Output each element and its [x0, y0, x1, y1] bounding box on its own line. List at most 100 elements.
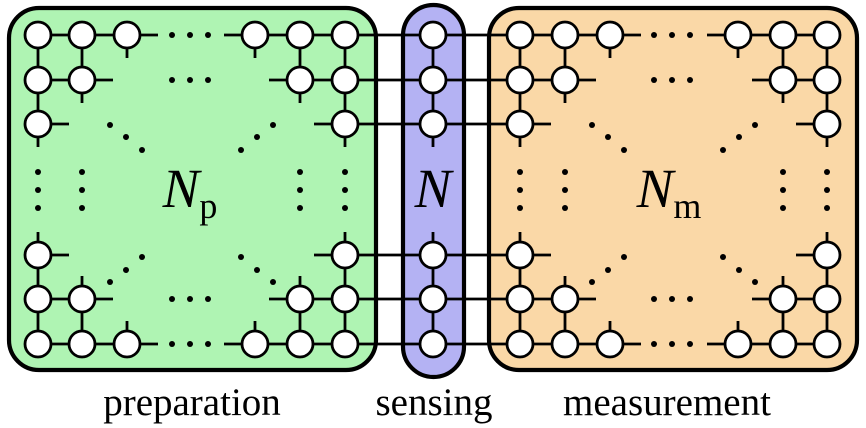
sensing-box — [400, 2, 467, 380]
qubit-node — [723, 329, 753, 359]
ellipsis-dot — [824, 187, 830, 193]
qubit-node — [418, 109, 448, 139]
ellipsis-dot — [687, 32, 693, 38]
qubit-node — [330, 109, 360, 139]
ellipsis-dot — [780, 187, 786, 193]
ellipsis-dot — [605, 134, 611, 140]
ellipsis-dot — [517, 205, 523, 211]
ellipsis-dot — [824, 169, 830, 175]
ellipsis-dot — [254, 267, 260, 273]
qubit-node — [550, 329, 580, 359]
qubit-node — [330, 20, 360, 50]
ellipsis-dot — [669, 32, 675, 38]
qubit-node — [285, 329, 315, 359]
ellipsis-dot — [205, 296, 211, 302]
qubit-node — [505, 65, 535, 95]
qubit-node — [768, 20, 798, 50]
ellipsis-dot — [139, 147, 145, 153]
ellipsis-dot — [35, 169, 41, 175]
ellipsis-dot — [720, 254, 726, 260]
qubit-node — [112, 20, 142, 50]
ellipsis-dot — [342, 205, 348, 211]
qubit-nodes-layer — [23, 20, 842, 359]
ellipsis-dot — [562, 205, 568, 211]
ellipsis-dot — [605, 267, 611, 273]
qubit-node — [330, 65, 360, 95]
ellipsis-dot — [342, 187, 348, 193]
ellipsis-dot — [205, 32, 211, 38]
ellipsis-dot — [238, 147, 244, 153]
ellipsis-dot — [270, 122, 276, 128]
qubit-node — [505, 109, 535, 139]
qubit-node — [240, 329, 270, 359]
ellipsis-dot — [651, 77, 657, 83]
ellipsis-dot — [107, 122, 113, 128]
qubit-node — [550, 65, 580, 95]
sensing-size-label: N — [414, 158, 455, 219]
preparation-caption: preparation — [103, 381, 281, 424]
ellipsis-dot — [780, 205, 786, 211]
qubit-node — [768, 284, 798, 314]
qubit-node — [330, 329, 360, 359]
qubit-node — [812, 20, 842, 50]
ellipsis-dot — [669, 77, 675, 83]
qubit-node — [595, 329, 625, 359]
ellipsis-dot — [752, 279, 758, 285]
qubit-node — [285, 65, 315, 95]
ellipsis-dot — [752, 122, 758, 128]
qubit-node — [505, 284, 535, 314]
ellipsis-dot — [79, 205, 85, 211]
ellipsis-dot — [621, 147, 627, 153]
ellipsis-dot — [651, 296, 657, 302]
qubit-node — [23, 109, 53, 139]
ellipsis-dots-layer — [35, 32, 830, 347]
ellipsis-dot — [123, 134, 129, 140]
ellipsis-dot — [187, 77, 193, 83]
qubit-node — [505, 329, 535, 359]
ellipsis-dot — [621, 254, 627, 260]
qubit-node — [23, 65, 53, 95]
ellipsis-dot — [169, 296, 175, 302]
ellipsis-dot — [342, 169, 348, 175]
ellipsis-dot — [169, 77, 175, 83]
qubit-node — [723, 20, 753, 50]
qubit-node — [812, 284, 842, 314]
qubit-node — [768, 65, 798, 95]
ellipsis-dot — [187, 341, 193, 347]
qubit-node — [418, 65, 448, 95]
ellipsis-dot — [736, 134, 742, 140]
ellipsis-dot — [79, 169, 85, 175]
ellipsis-dot — [651, 341, 657, 347]
ellipsis-dot — [107, 279, 113, 285]
qubit-node — [812, 65, 842, 95]
qubit-node — [418, 20, 448, 50]
ellipsis-dot — [205, 77, 211, 83]
ellipsis-dot — [562, 187, 568, 193]
qubit-node — [285, 284, 315, 314]
qubit-node — [23, 240, 53, 270]
qubit-node — [418, 329, 448, 359]
ellipsis-dot — [687, 341, 693, 347]
ellipsis-dot — [297, 205, 303, 211]
ellipsis-dot — [169, 341, 175, 347]
ellipsis-dot — [780, 169, 786, 175]
qubit-node — [418, 284, 448, 314]
region-boxes-layer — [6, 2, 860, 380]
ellipsis-dot — [517, 169, 523, 175]
qubit-node — [67, 65, 97, 95]
qubit-node — [330, 284, 360, 314]
qubit-node — [505, 240, 535, 270]
qubit-node — [812, 329, 842, 359]
ellipsis-dot — [651, 32, 657, 38]
qubit-node — [595, 20, 625, 50]
ellipsis-dot — [589, 279, 595, 285]
ellipsis-dot — [187, 296, 193, 302]
ellipsis-dot — [297, 187, 303, 193]
qubit-node — [23, 20, 53, 50]
qubit-node — [330, 240, 360, 270]
ellipsis-dot — [139, 254, 145, 260]
ellipsis-dot — [297, 169, 303, 175]
qubit-node — [418, 240, 448, 270]
